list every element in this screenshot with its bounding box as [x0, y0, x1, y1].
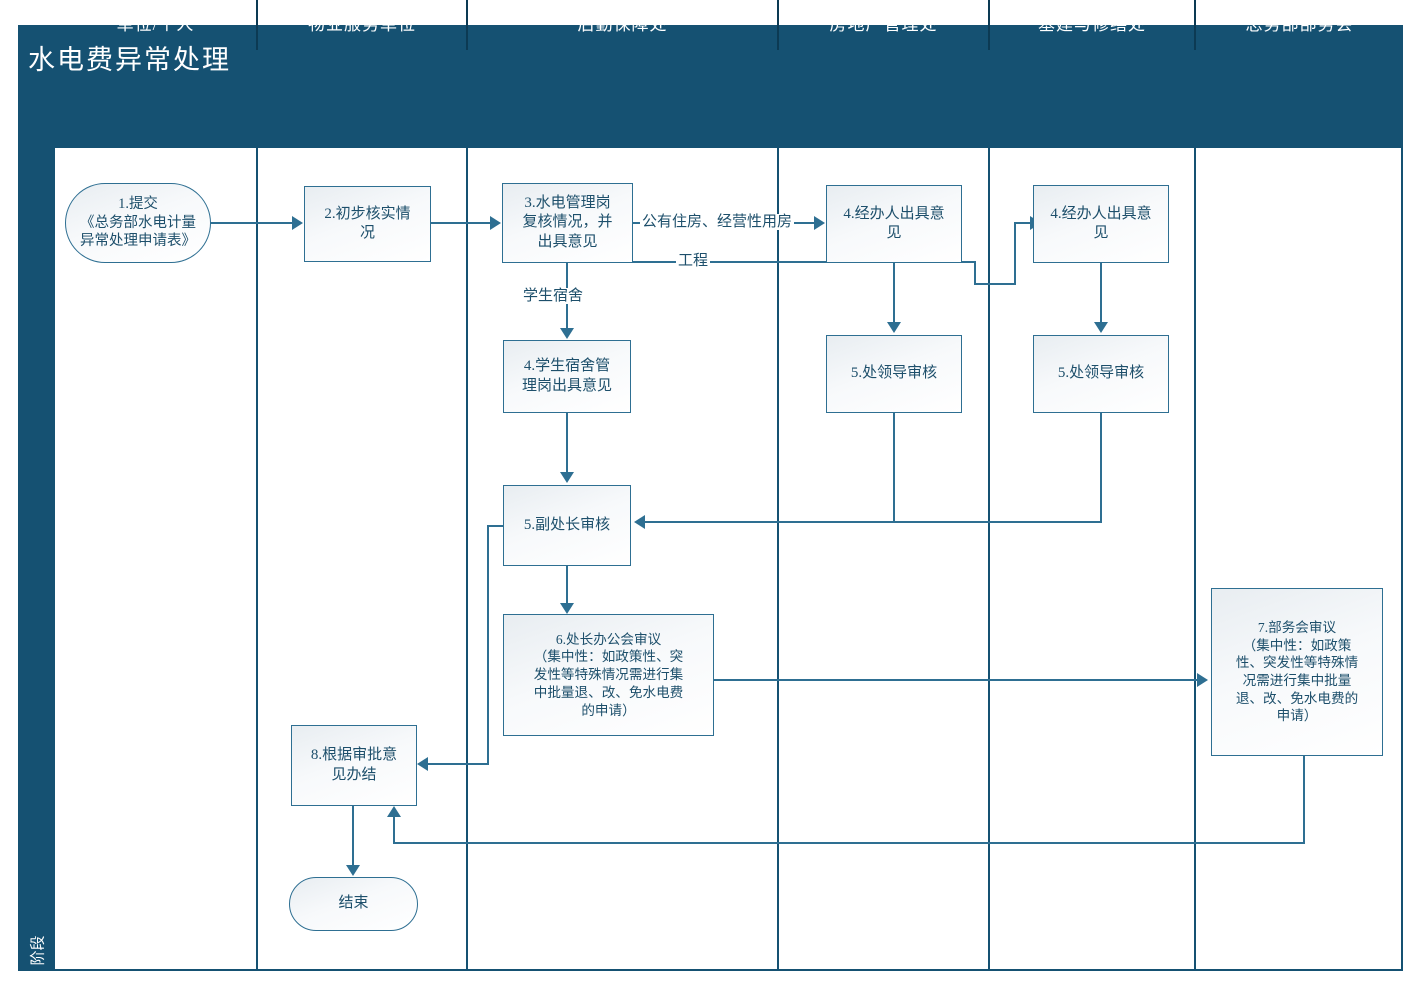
edge-label-engineering: 工程	[676, 253, 711, 269]
node-director-office-meeting[interactable]: 6.处长办公会审议（集中性：如政策性、突发性等特殊情况需进行集中批量退、改、免水…	[503, 614, 714, 736]
lane-header-divider-4	[988, 0, 990, 50]
edge-n5c-n8-seg3	[428, 763, 489, 765]
lane-divider-1	[256, 148, 258, 971]
phase-label: 阶段	[30, 935, 47, 966]
lane-divider-3	[777, 148, 779, 971]
edge-n7-n8-seg2	[393, 842, 1305, 844]
edge-n5c-n6-line	[566, 565, 568, 605]
lane-body-area	[55, 148, 1403, 971]
edge-n3-n4b-seg4	[1014, 222, 1016, 283]
edge-n8-n9-line	[352, 805, 354, 867]
node-label: 5.处领导审核	[850, 365, 938, 382]
lane-header-row	[55, 98, 1403, 148]
edge-n3-n4b-seg5	[1014, 222, 1032, 224]
lane-header-divider-3	[777, 0, 779, 50]
node-submit-application[interactable]: 1.提交《总务部水电计量异常处理申请表》	[65, 183, 211, 263]
edge-n7-n8-arrow	[387, 806, 401, 817]
edge-n5b-n5c-seg2	[893, 521, 1102, 523]
edge-n5a-n5c-seg1	[893, 412, 895, 522]
page-title: 水电费异常处理	[28, 45, 231, 75]
edge-n4b-n5b-line	[1100, 262, 1102, 324]
edge-n2-n3-line	[430, 222, 490, 224]
edge-n3-n4b-seg1	[632, 261, 974, 263]
node-label: 4.经办人出具意见	[1050, 205, 1152, 241]
node-deputy-director-review[interactable]: 5.副处长审核	[503, 485, 631, 566]
lane-header-board: 总务部部务会	[1245, 15, 1354, 34]
lane-header-property: 物业服务单位	[308, 15, 416, 34]
edge-n4a-n5a-arrow	[887, 322, 901, 333]
node-label: 结束	[338, 895, 369, 912]
lane-header-divider-1	[256, 0, 258, 50]
node-label: 1.提交《总务部水电计量异常处理申请表》	[80, 196, 196, 250]
lane-header-logistics: 后勤保障处	[577, 15, 668, 34]
edge-n4a-n5a-line	[893, 262, 895, 324]
node-end[interactable]: 结束	[289, 877, 418, 931]
node-label: 5.副处长审核	[523, 516, 611, 533]
lane-header-unit: 单位/个人	[116, 15, 195, 34]
edge-n3-n4c-arrow	[560, 328, 574, 339]
node-label: 5.处领导审核	[1057, 365, 1145, 382]
node-realestate-leader-review[interactable]: 5.处领导审核	[826, 335, 962, 413]
node-label: 6.处长办公会审议（集中性：如政策性、突发性等特殊情况需进行集中批量退、改、免水…	[533, 631, 684, 718]
node-label: 3.水电管理岗复核情况，并出具意见	[522, 195, 613, 250]
edge-label-student-dorm: 学生宿舍	[521, 288, 586, 304]
node-complete-per-approval[interactable]: 8.根据审批意见办结	[291, 725, 417, 806]
lane-divider-2	[466, 148, 468, 971]
edge-n5c-n8-arrow	[417, 757, 428, 771]
edge-n3-n4b-seg2	[974, 261, 976, 283]
title-bar	[18, 25, 1403, 98]
edge-n5b-n5c-seg1	[1100, 412, 1102, 522]
edge-n5a-n5c-seg2	[645, 521, 894, 523]
edge-n3-n4a-arrow	[814, 216, 825, 230]
node-label: 8.根据审批意见办结	[310, 747, 398, 783]
node-board-meeting-review[interactable]: 7.部务会审议（集中性：如政策性、突发性等特殊情况需进行集中批量退、改、免水电费…	[1211, 588, 1383, 756]
lane-divider-5	[1194, 148, 1196, 971]
node-realestate-officer-opinion[interactable]: 4.经办人出具意见	[826, 185, 962, 263]
edge-n5c-n8-seg2	[487, 525, 489, 765]
node-dorm-post-opinion[interactable]: 4.学生宿舍管理岗出具意见	[503, 340, 631, 413]
node-construction-officer-opinion[interactable]: 4.经办人出具意见	[1033, 185, 1169, 263]
lane-header-realestate: 房地产管理处	[829, 15, 938, 34]
edge-n3-n4b-seg3	[974, 283, 1016, 285]
lane-divider-4	[988, 148, 990, 971]
lane-header-construction: 基建与修缮处	[1038, 15, 1146, 34]
edge-n4b-n5b-arrow	[1094, 322, 1108, 333]
edge-n5c-n6-arrow	[560, 603, 574, 614]
node-label: 2.初步核实情况	[324, 205, 411, 241]
edge-n7-n8-seg3	[393, 816, 395, 844]
edge-n8-n9-arrow	[346, 865, 360, 876]
edge-n4c-n5c-line	[566, 412, 568, 474]
edge-n2-n3-arrow	[490, 216, 501, 230]
edge-n5a-n5c-arrow	[634, 515, 645, 529]
edge-n5c-n8-seg1	[487, 525, 505, 527]
edge-n6-n7-arrow	[1197, 673, 1208, 687]
edge-label-public-housing: 公有住房、经营性用房	[640, 214, 795, 230]
lane-header-divider-5	[1194, 0, 1196, 50]
phase-band: 阶段	[18, 98, 55, 971]
node-label: 4.学生宿舍管理岗出具意见	[521, 358, 612, 394]
edge-n7-n8-seg1	[1303, 755, 1305, 843]
edge-n4c-n5c-arrow	[560, 472, 574, 483]
node-label: 7.部务会审议（集中性：如政策性、突发性等特殊情况需进行集中批量退、改、免水电费…	[1235, 619, 1359, 724]
edge-n6-n7-line	[713, 679, 1197, 681]
edge-n1-n2-line	[210, 222, 292, 224]
node-preliminary-verification[interactable]: 2.初步核实情况	[304, 186, 431, 262]
node-construction-leader-review[interactable]: 5.处领导审核	[1033, 335, 1169, 413]
lane-header-divider-2	[466, 0, 468, 50]
edge-n1-n2-arrow	[292, 216, 303, 230]
node-utility-post-review[interactable]: 3.水电管理岗复核情况，并出具意见	[502, 183, 633, 263]
node-label: 4.经办人出具意见	[843, 205, 945, 241]
